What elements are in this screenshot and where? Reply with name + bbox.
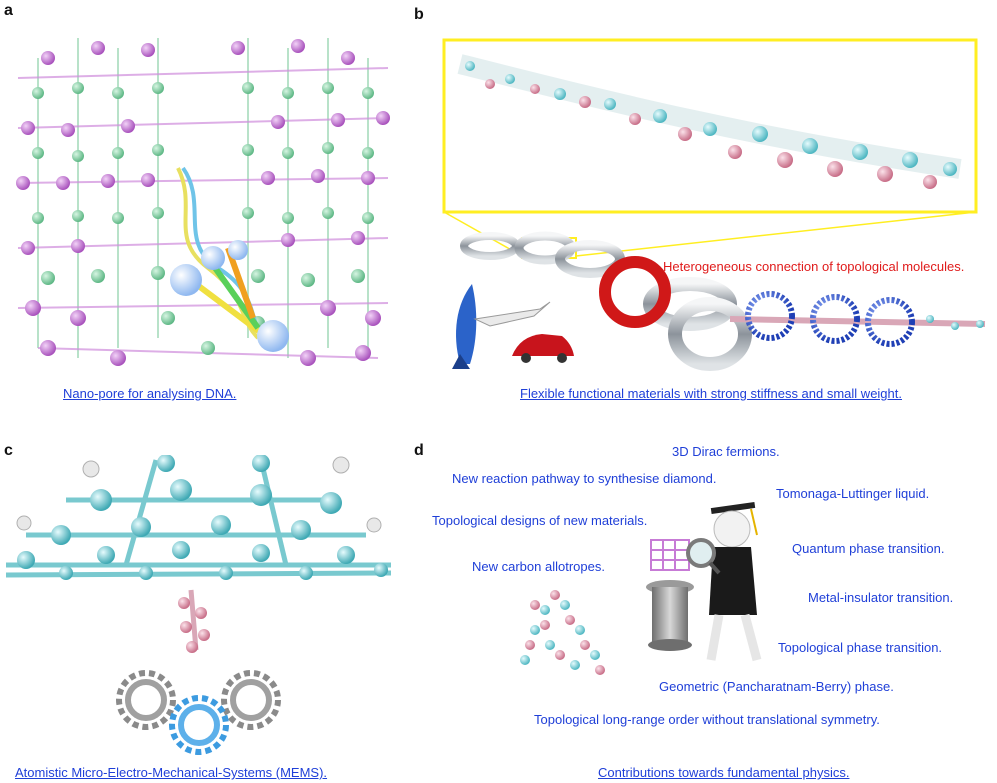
panel-b-chain-illustration (442, 38, 986, 371)
carbon-allotrope-cluster (520, 590, 605, 675)
red-chain-link (599, 256, 671, 328)
panel-b-annotation: Heterogeneous connection of topological … (663, 259, 965, 274)
blue-gear-center (169, 695, 229, 755)
grey-gear-right (221, 670, 281, 730)
physics-item-quantum-phase: Quantum phase transition. (792, 541, 945, 556)
panel-a-caption[interactable]: Nano-pore for analysing DNA. (63, 386, 237, 401)
panel-d-scholar-illustration (520, 501, 762, 675)
zoom-highlight-box (442, 38, 978, 214)
physics-item-carbon-allotropes: New carbon allotropes. (472, 559, 605, 574)
physics-item-topological-phase: Topological phase transition. (778, 640, 943, 655)
physics-item-metal-insulator: Metal-insulator transition. (808, 590, 954, 605)
physics-item-diamond-pathway: New reaction pathway to synthesise diamo… (452, 471, 717, 486)
panel-c-caption[interactable]: Atomistic Micro-Electro-Mechanical-Syste… (15, 765, 328, 780)
panel-b-letter: b (414, 6, 424, 23)
lattice-cube (650, 539, 690, 571)
grey-gear-left (116, 670, 176, 730)
physics-item-geometric-phase: Geometric (Pancharatnam-Berry) phase. (659, 679, 894, 694)
panel-a-letter: a (4, 2, 13, 19)
physics-item-luttinger-liquid: Tomonaga-Luttinger liquid. (776, 486, 930, 501)
panel-c-mems-illustration (6, 455, 391, 755)
panel-b-caption[interactable]: Flexible functional materials with stron… (520, 386, 902, 401)
panel-d-letter: d (414, 442, 424, 459)
panel-d-caption[interactable]: Contributions towards fundamental physic… (598, 765, 850, 780)
panel-c-letter: c (4, 442, 13, 459)
physics-item-topological-designs: Topological designs of new materials. (432, 513, 648, 528)
panel-a-nanopore-illustration (16, 38, 390, 366)
scholar-figure (686, 501, 762, 662)
physics-item-long-range-order: Topological long-range order without tra… (534, 712, 880, 727)
physics-item-dirac-fermions: 3D Dirac fermions. (672, 444, 780, 459)
